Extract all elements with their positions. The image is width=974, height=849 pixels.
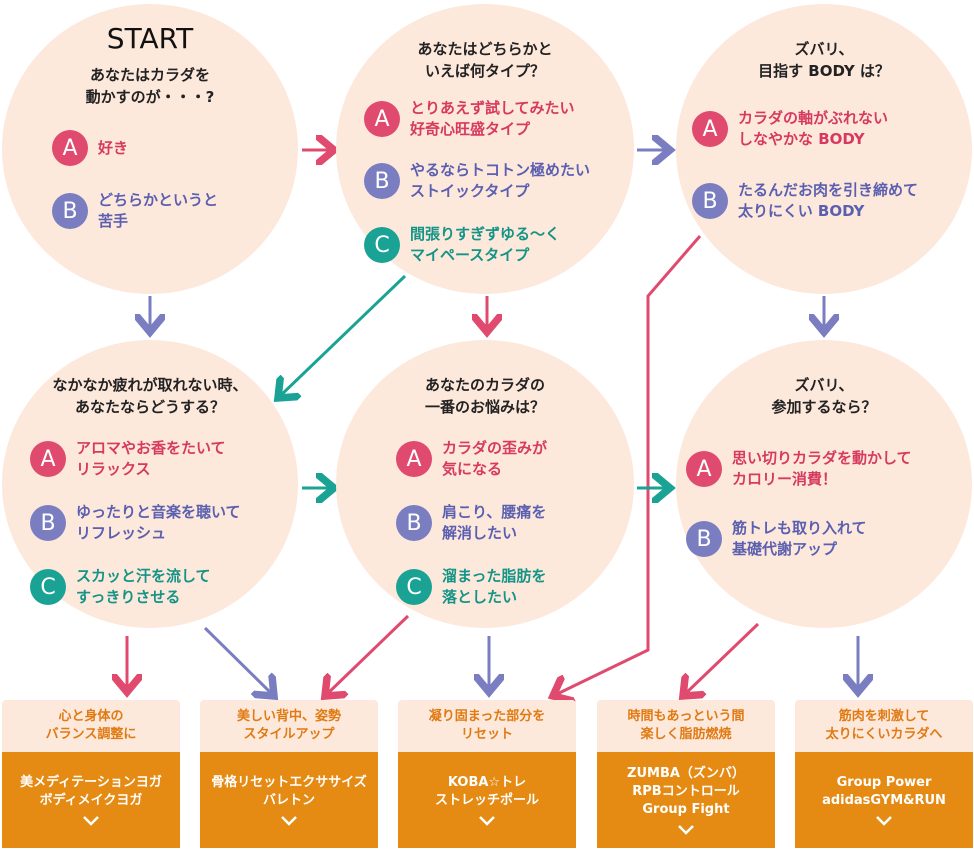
badge-c: C xyxy=(364,227,400,263)
badge-b: B xyxy=(396,505,432,541)
result-title: 時間もあっという間 楽しく脂肪燃焼 xyxy=(597,700,775,752)
q5-option-c: C 溜まった脂肪を 落としたい xyxy=(396,566,546,608)
badge-a: A xyxy=(52,130,88,166)
result-programs: KOBA☆トレ ストレッチポール xyxy=(434,775,539,808)
arrow-q6-to-result4 xyxy=(683,622,760,696)
q5-option-b: B 肩こり、腰痛を 解消したい xyxy=(396,502,546,544)
chevron-down-icon[interactable] xyxy=(677,825,695,835)
badge-c: C xyxy=(30,569,66,605)
option-label: どちらかというと 苦手 xyxy=(98,191,219,230)
badge-a: A xyxy=(396,441,432,477)
q6-option-b: B 筋トレも取り入れて 基礎代謝アップ xyxy=(686,518,867,560)
badge-b: B xyxy=(364,163,400,199)
option-label: ゆったりと音楽を聴いて リフレッシュ xyxy=(76,503,241,542)
question-4: なかなか疲れが取れない時、 あなたならどうする？ xyxy=(52,376,248,416)
option-label: 間張りすぎずゆる〜く マイペースタイプ xyxy=(410,225,561,264)
option-label: カラダの歪みが 気になる xyxy=(442,439,548,478)
result-title: 筋肉を刺激して 太りにくいカラダへ xyxy=(795,700,973,752)
option-label: 肩こり、腰痛を 解消したい xyxy=(442,503,547,542)
q4-option-a: A アロマやお香をたいて リラックス xyxy=(30,438,226,480)
badge-b: B xyxy=(52,193,88,229)
q2-option-c: C 間張りすぎずゆる〜く マイペースタイプ xyxy=(364,224,560,266)
start-label: START xyxy=(106,22,194,55)
option-label: やるならトコトン極めたい ストイックタイプ xyxy=(410,161,591,200)
q3-option-b: B たるんだお肉を引き締めて 太りにくい BODY xyxy=(692,180,918,222)
result-card-1[interactable]: 心と身体の バランス調整に 美メディテーションヨガ ボディメイクヨガ xyxy=(2,700,180,848)
badge-a: A xyxy=(692,111,728,147)
option-label: スカッと汗を流して すっきりさせる xyxy=(76,567,211,606)
question-circle-3 xyxy=(676,4,972,294)
arrow-q5-to-result2 xyxy=(325,614,410,696)
result-card-3[interactable]: 凝り固まった部分を リセット KOBA☆トレ ストレッチポール xyxy=(398,700,576,848)
result-programs: Group Power adidasGYM&RUN xyxy=(822,775,946,808)
badge-a: A xyxy=(30,441,66,477)
question-circle-5 xyxy=(336,340,634,628)
badge-a: A xyxy=(686,451,722,487)
result-title: 美しい背中、姿勢 スタイルアップ xyxy=(200,700,378,752)
question-circle-1 xyxy=(2,4,298,294)
option-label: カラダの軸がぶれない しなやかな BODY xyxy=(738,109,889,148)
badge-b: B xyxy=(30,505,66,541)
chevron-down-icon[interactable] xyxy=(82,816,100,826)
chevron-down-icon[interactable] xyxy=(478,816,496,826)
chevron-down-icon[interactable] xyxy=(875,816,893,826)
arrow-q4-to-result2 xyxy=(203,626,274,696)
result-card-4[interactable]: 時間もあっという間 楽しく脂肪燃焼 ZUMBA（ズンバ） RPBコントロール G… xyxy=(597,700,775,848)
result-title: 心と身体の バランス調整に xyxy=(2,700,180,752)
option-label: 筋トレも取り入れて 基礎代謝アップ xyxy=(732,519,867,558)
question-2: あなたはどちらかと いえば何タイプ？ xyxy=(417,40,553,80)
option-label: たるんだお肉を引き締めて 太りにくい BODY xyxy=(738,181,919,220)
q2-option-a: A とりあえず試してみたい 好奇心旺盛タイプ xyxy=(364,98,575,140)
arrow-q2-to-q4 xyxy=(278,274,407,398)
question-circle-6 xyxy=(676,340,972,628)
result-programs: ZUMBA（ズンバ） RPBコントロール Group Fight xyxy=(627,766,745,817)
option-label: とりあえず試してみたい 好奇心旺盛タイプ xyxy=(410,99,575,138)
option-label: 思い切りカラダを動かして カロリー消費！ xyxy=(732,449,912,488)
q4-option-c: C スカッと汗を流して すっきりさせる xyxy=(30,566,211,608)
badge-a: A xyxy=(364,101,400,137)
question-6: ズバリ、 参加するなら？ xyxy=(771,376,877,416)
q1-option-a: A 好き xyxy=(52,130,128,166)
badge-c: C xyxy=(396,569,432,605)
result-title: 凝り固まった部分を リセット xyxy=(398,700,576,752)
chevron-down-icon[interactable] xyxy=(280,816,298,826)
question-5: あなたのカラダの 一番のお悩みは？ xyxy=(424,376,545,416)
q1-option-b: B どちらかというと 苦手 xyxy=(52,190,218,232)
result-card-5[interactable]: 筋肉を刺激して 太りにくいカラダへ Group Power adidasGYM&… xyxy=(795,700,973,848)
q2-option-b: B やるならトコトン極めたい ストイックタイプ xyxy=(364,160,590,202)
badge-b: B xyxy=(692,183,728,219)
question-3: ズバリ、 目指す BODY は？ xyxy=(758,40,890,80)
arrow-q3-to-result3 xyxy=(553,235,702,696)
option-label: アロマやお香をたいて リラックス xyxy=(76,439,226,478)
q5-option-a: A カラダの歪みが 気になる xyxy=(396,438,547,480)
result-card-2[interactable]: 美しい背中、姿勢 スタイルアップ 骨格リセットエクササイズ バレトン xyxy=(200,700,378,848)
q3-option-a: A カラダの軸がぶれない しなやかな BODY xyxy=(692,108,888,150)
q4-option-b: B ゆったりと音楽を聴いて リフレッシュ xyxy=(30,502,241,544)
badge-b: B xyxy=(686,521,722,557)
result-programs: 美メディテーションヨガ ボディメイクヨガ xyxy=(20,775,162,808)
q6-option-a: A 思い切りカラダを動かして カロリー消費！ xyxy=(686,448,912,490)
option-label: 好き xyxy=(98,138,129,157)
result-programs: 骨格リセットエクササイズ バレトン xyxy=(211,775,367,808)
question-1: あなたはカラダを 動かすのが・・・? xyxy=(85,66,215,106)
option-label: 溜まった脂肪を 落としたい xyxy=(442,567,547,606)
